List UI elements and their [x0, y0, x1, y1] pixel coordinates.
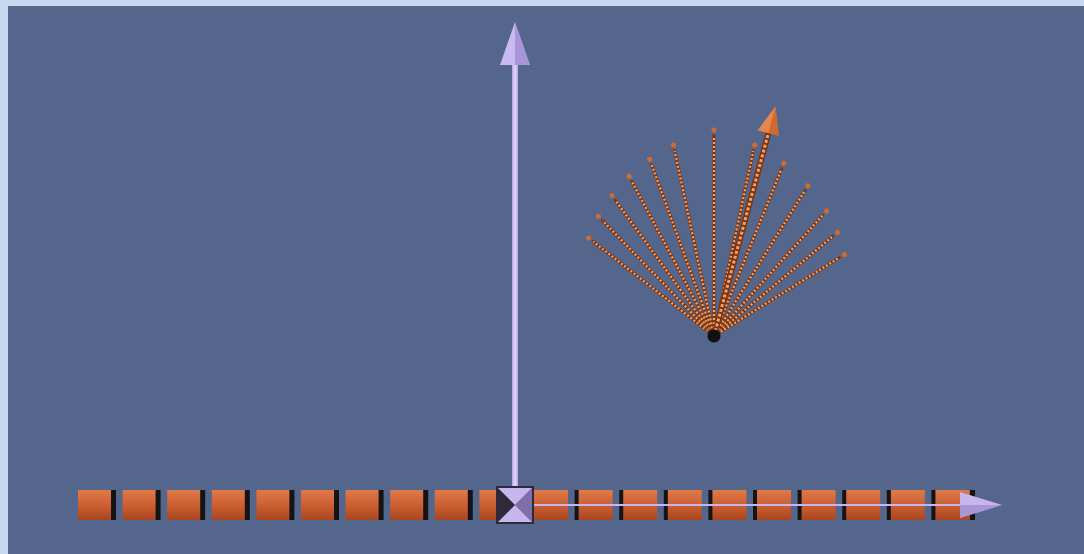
hourglass-icon — [496, 486, 534, 524]
block — [390, 490, 428, 520]
ghost-vector — [714, 183, 811, 336]
block — [212, 490, 250, 520]
vertical-axis — [500, 22, 530, 492]
ghost-vector — [627, 174, 714, 336]
block — [123, 490, 161, 520]
block — [78, 490, 116, 520]
viewport — [8, 6, 1084, 554]
block — [167, 490, 205, 520]
vertical-axis-shaft — [512, 62, 518, 492]
vector-scene — [8, 6, 1084, 554]
block — [435, 490, 473, 520]
block — [301, 490, 339, 520]
arrow-right-icon-shade — [960, 505, 1002, 518]
blocks-left — [78, 490, 517, 520]
block — [346, 490, 384, 520]
block — [256, 490, 294, 520]
arrow-up-icon-shade — [515, 22, 530, 65]
vector-fan — [586, 106, 847, 342]
ghost-vector — [596, 214, 714, 336]
ghost-vector — [711, 127, 716, 336]
ghost-vector — [714, 161, 786, 336]
pivot-point — [708, 330, 721, 343]
